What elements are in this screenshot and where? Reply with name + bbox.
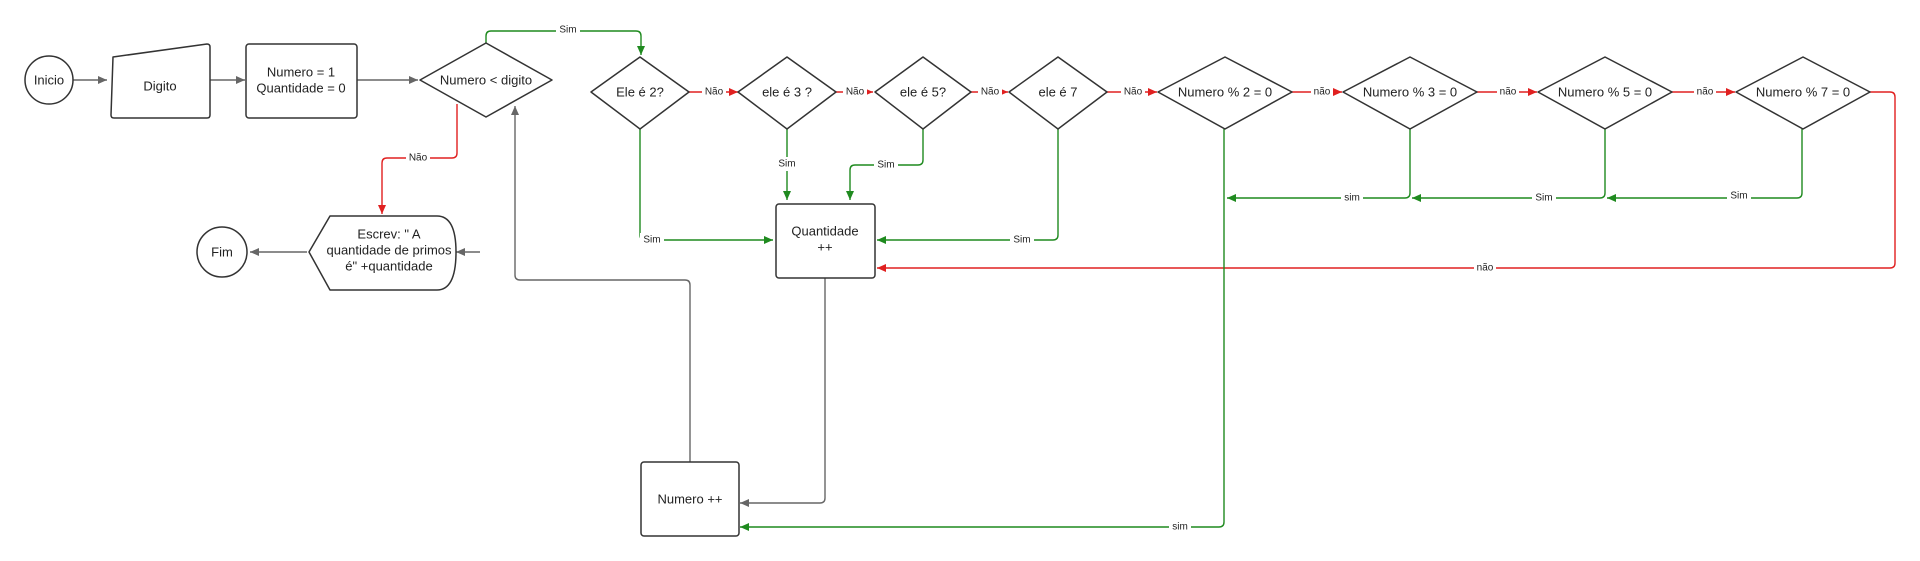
svg-text:Fim: Fim [211,245,233,260]
svg-text:Numero % 7 = 0: Numero % 7 = 0 [1756,85,1850,100]
svg-text:Digito: Digito [143,79,176,94]
svg-text:sim: sim [1344,193,1360,204]
edge-label-m2-sim: sim [1169,520,1191,534]
edge-label-m3-sim: sim [1341,191,1363,205]
edge-label-e2-nao: Não [702,85,726,99]
display-node-escrev: Escrev: " A quantidade de primos é" +qua… [308,215,457,291]
svg-text:quantidade de primos: quantidade de primos [326,243,452,258]
nodes: Inicio Digito Numero = 1 Quantidade = 0 … [24,42,1871,537]
edge-label-m5-nao: não [1694,85,1716,99]
svg-text:ele é 7: ele é 7 [1038,85,1077,100]
decision-node-e3: ele é 3 ? [737,56,837,130]
edge-label-m7-sim: Sim [1727,189,1751,203]
edge-m2-numeroinc-sim [740,129,1225,531]
decision-node-mod3: Numero % 3 = 0 [1342,56,1478,130]
edge-quantidade-numeroinc [740,278,826,507]
edge-label-e7-sim: Sim [1010,233,1034,247]
svg-text:Não: Não [705,87,724,98]
svg-text:Sim: Sim [559,25,576,36]
edge-e7-quantidade-sim [877,129,1059,244]
end-node: Fim [196,226,248,278]
process-node-quantidade-inc: Quantidade ++ [775,203,876,279]
edge-label-e7-nao: Não [1121,85,1145,99]
edge-label-m3-nao: não [1497,85,1519,99]
input-node-digito: Digito [110,43,211,119]
svg-text:é" +quantidade: é" +quantidade [345,259,432,274]
edge-label-e3-sim: Sim [775,157,799,171]
svg-text:ele é 5?: ele é 5? [900,85,946,100]
edge-label-e3-nao: Não [843,85,867,99]
decision-node-mod5: Numero % 5 = 0 [1537,56,1673,130]
svg-text:não: não [1697,87,1714,98]
svg-text:Numero % 2 = 0: Numero % 2 = 0 [1178,85,1272,100]
svg-text:Não: Não [1124,87,1143,98]
svg-text:Numero = 1: Numero = 1 [267,65,335,80]
svg-text:++: ++ [817,240,832,255]
svg-text:não: não [1477,263,1494,274]
svg-text:ele é 3 ?: ele é 3 ? [762,85,812,100]
edge-label-m7-nao: não [1474,261,1496,275]
decision-node-e7: ele é 7 [1008,56,1108,130]
svg-text:Sim: Sim [643,235,660,246]
svg-text:Quantidade = 0: Quantidade = 0 [256,81,345,96]
edge-label-m5-sim: Sim [1532,191,1556,205]
decision-node-e2: Ele é 2? [590,56,690,130]
svg-text:Numero % 5 = 0: Numero % 5 = 0 [1558,85,1652,100]
edge-label-m2-nao: não [1311,85,1333,99]
svg-text:Não: Não [846,87,865,98]
svg-text:Numero ++: Numero ++ [657,492,722,507]
svg-text:Não: Não [981,87,1000,98]
edge-label-e2-sim: Sim [640,233,664,247]
edge-m5-sim [1412,129,1606,202]
svg-text:Sim: Sim [1535,193,1552,204]
svg-text:Sim: Sim [1730,191,1747,202]
edge-label-loop-nao: Não [406,151,430,165]
edge-numeroinc-cond [511,106,691,462]
edge-label-e5-sim: Sim [874,158,898,172]
decision-node-numero-lt-digito: Numero < digito [419,42,553,118]
svg-text:Sim: Sim [1013,235,1030,246]
svg-text:Inicio: Inicio [34,73,64,88]
svg-text:não: não [1314,87,1331,98]
decision-node-e5: ele é 5? [874,56,972,130]
edge-m7-sim [1607,129,1803,202]
svg-text:Sim: Sim [877,160,894,171]
svg-text:Quantidade: Quantidade [791,224,858,239]
decision-node-mod2: Numero % 2 = 0 [1157,56,1293,130]
svg-text:Numero % 3 = 0: Numero % 3 = 0 [1363,85,1457,100]
edge-e2-quantidade-sim [639,129,773,244]
svg-text:Escrev: " A: Escrev: " A [357,227,420,242]
edge-labels: Sim Não Não Não Não Não não não não Sim … [406,23,1751,534]
svg-text:Não: Não [409,153,428,164]
svg-text:não: não [1500,87,1517,98]
edge-m3-sim [1227,129,1411,202]
start-node: Inicio [24,55,74,105]
svg-text:sim: sim [1172,522,1188,533]
svg-text:Numero < digito: Numero < digito [440,73,532,88]
edge-label-e5-nao: Não [978,85,1002,99]
process-node-init: Numero = 1 Quantidade = 0 [245,43,358,119]
edge-label-loop-sim: Sim [556,23,580,37]
process-node-numero-inc: Numero ++ [640,461,740,537]
svg-text:Sim: Sim [778,159,795,170]
svg-text:Ele é 2?: Ele é 2? [616,85,664,100]
decision-node-mod7: Numero % 7 = 0 [1735,56,1871,130]
edge-m7-quantidade-nao [877,91,1896,272]
